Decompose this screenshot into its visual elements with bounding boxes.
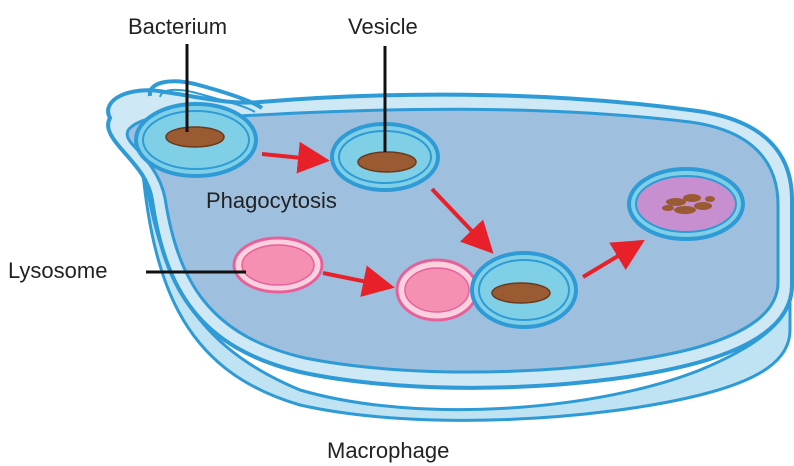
phagocytosis-label: Phagocytosis [206, 190, 337, 212]
engulfing-vesicle [136, 104, 256, 176]
phagolysosome [629, 169, 743, 239]
macrophage-label: Macrophage [327, 440, 449, 462]
lysosome-label: Lysosome [8, 260, 107, 282]
bacterium-label: Bacterium [128, 16, 227, 38]
bacterium-icon [358, 152, 416, 172]
fusing-lysosome [397, 260, 477, 320]
bacterium-icon [166, 127, 224, 147]
bacterium-icon [492, 283, 550, 303]
fusing-vesicle [472, 253, 576, 327]
vesicle-label: Vesicle [348, 16, 418, 38]
lysosome [234, 238, 322, 292]
